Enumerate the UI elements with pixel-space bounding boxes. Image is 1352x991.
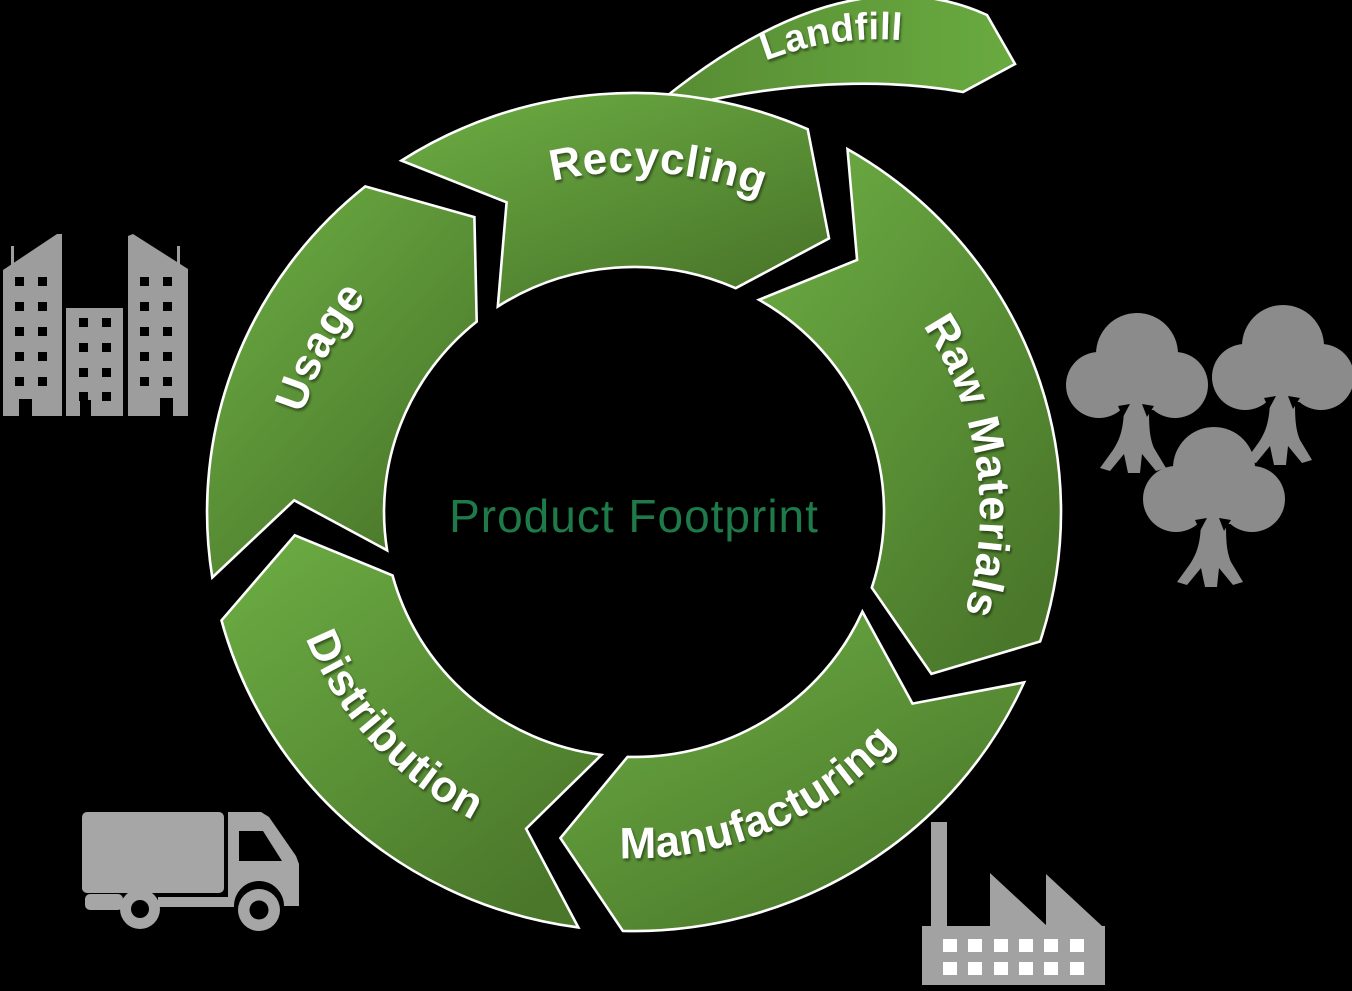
city-buildings-icon [3, 234, 188, 416]
trees-icon [1066, 305, 1352, 587]
building-windows [140, 277, 173, 416]
factory-windows [943, 939, 1084, 975]
building-windows [15, 277, 47, 416]
factory-chimney [931, 822, 947, 928]
segment-shape-usage [205, 184, 479, 581]
delivery-truck-icon [82, 812, 299, 931]
factory-base [922, 926, 1105, 985]
factory-roof [990, 873, 1047, 926]
segment-shape-recycling [398, 91, 831, 310]
antenna-left [11, 246, 14, 272]
building-windows [79, 318, 111, 416]
antenna-right [177, 246, 180, 270]
factory-icon [922, 822, 1105, 985]
segment-shape-manufacturing [558, 608, 1027, 933]
center-title: Product Footprint [449, 490, 819, 542]
segment-shape-distribution [220, 533, 605, 930]
truck-window [239, 831, 282, 861]
truck-cargo-box [82, 812, 224, 893]
lifecycle-ring [205, 91, 1063, 933]
landfill-branch-arrow [643, 0, 1017, 135]
factory-roof [1046, 874, 1102, 926]
segment-shape-raw-materials [756, 146, 1063, 676]
